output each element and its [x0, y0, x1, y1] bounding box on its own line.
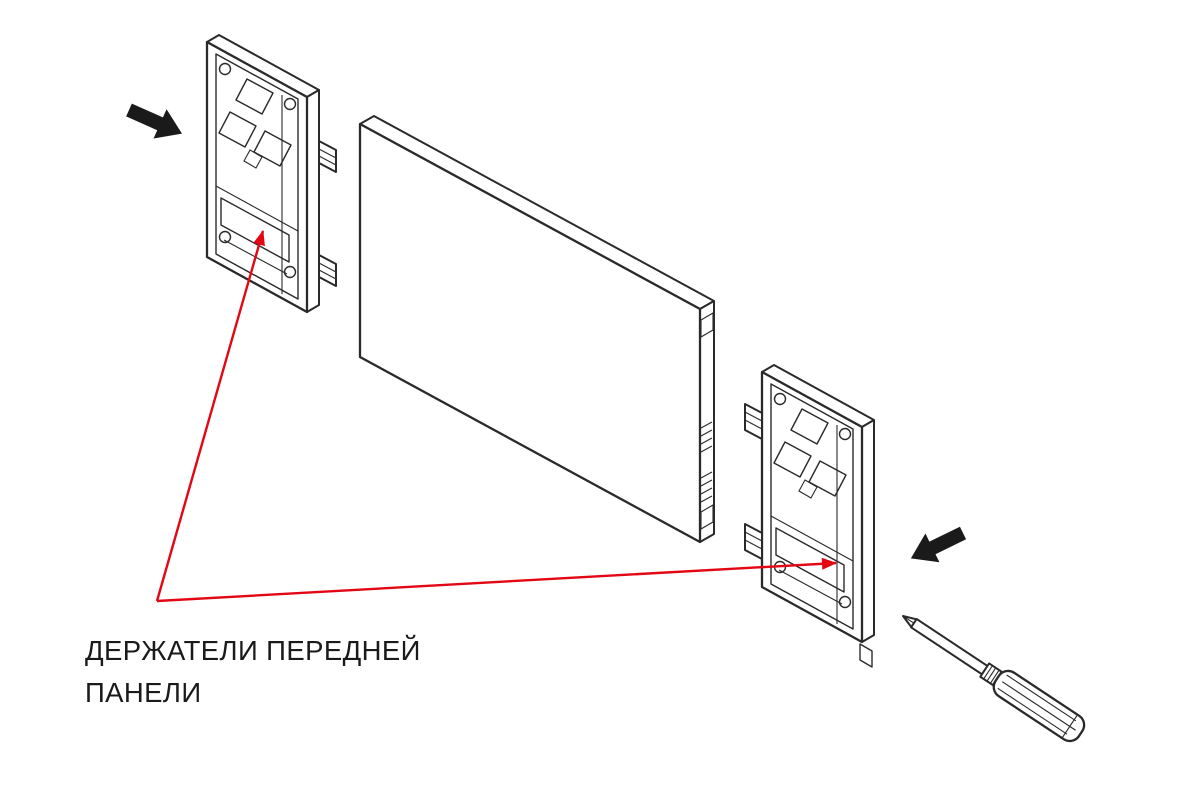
- left-panel-holder: [205, 34, 337, 314]
- side-clip-lower: [318, 254, 337, 287]
- front-panel: [358, 115, 715, 544]
- rib-pattern: [773, 408, 847, 499]
- callout-lines: [155, 230, 837, 603]
- side-clip-upper: [318, 140, 337, 173]
- callout-label: ДЕРЖАТЕЛИ ПЕРЕДНЕЙ ПАНЕЛИ: [85, 630, 421, 714]
- insertion-arrow-right-icon: [910, 526, 967, 563]
- side-clip-upper: [744, 403, 763, 440]
- callout-label-line2: ПАНЕЛИ: [85, 677, 202, 708]
- panel-edge-comb-lower: [700, 471, 714, 530]
- callout-label-line1: ДЕРЖАТЕЛИ ПЕРЕДНЕЙ: [85, 635, 421, 666]
- right-panel-holder: [744, 364, 875, 668]
- insertion-arrow-left-icon: [126, 103, 182, 139]
- lower-window: [775, 527, 845, 605]
- screw-holes: [218, 62, 297, 279]
- panel-edge-fitting-top: [700, 312, 714, 338]
- bottom-tab: [859, 643, 873, 668]
- rib-pattern: [218, 78, 292, 169]
- panel-edge-comb-upper: [700, 421, 713, 453]
- screwdriver-icon: [902, 615, 1086, 743]
- side-clip-lower: [744, 523, 763, 560]
